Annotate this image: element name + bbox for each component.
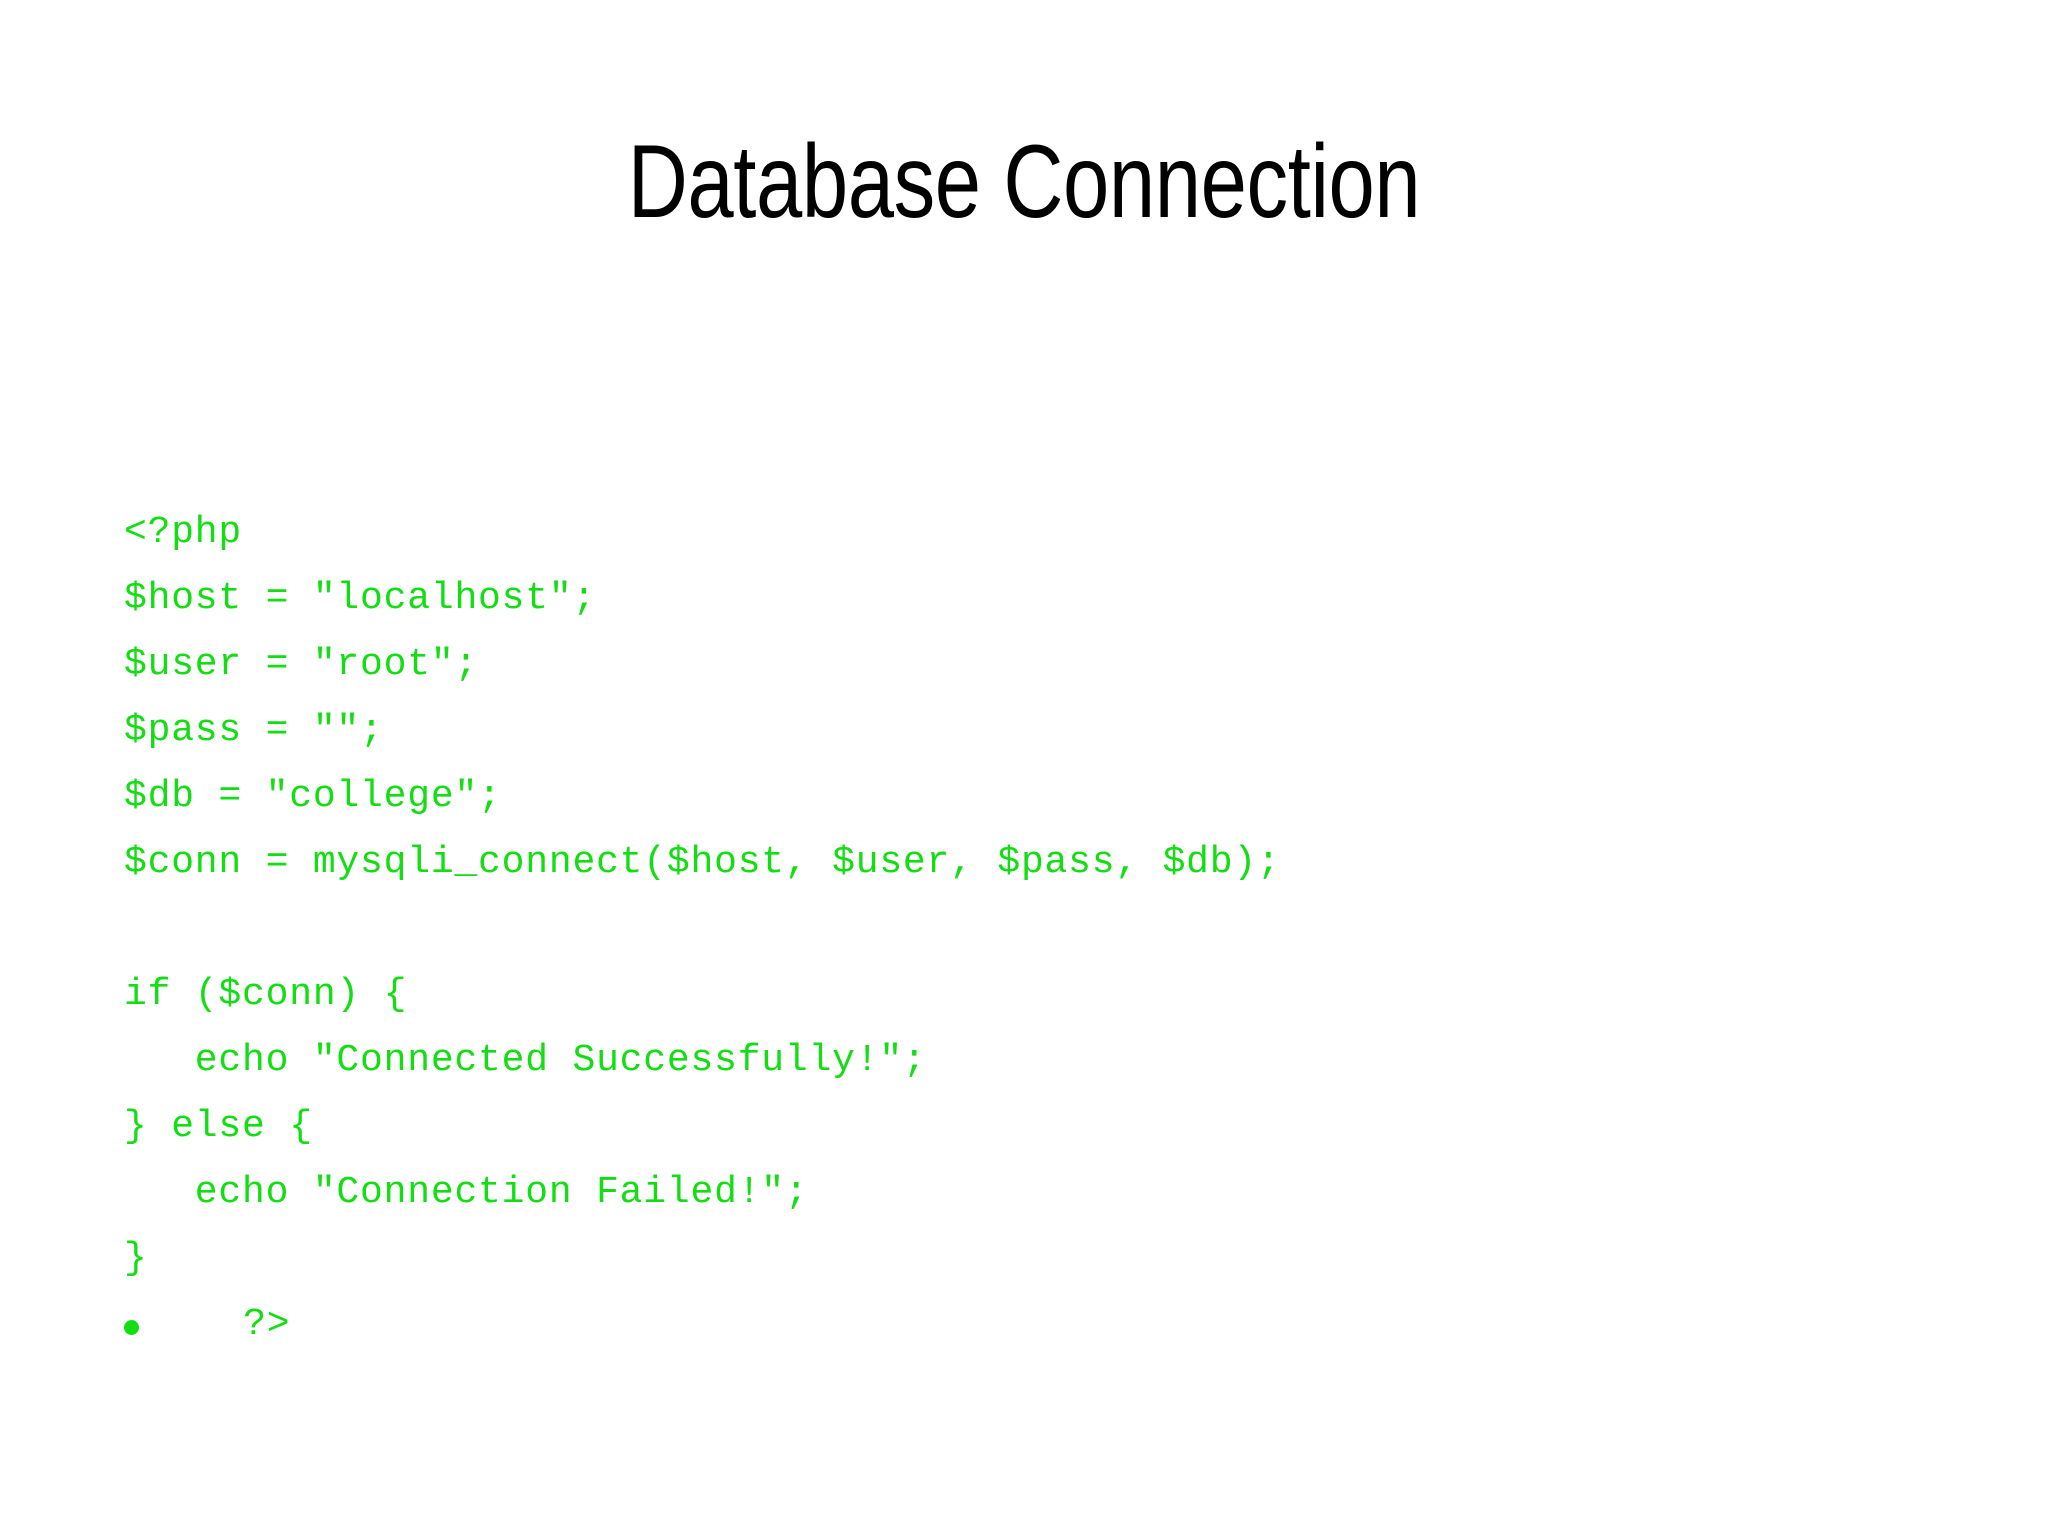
code-line: $user = "root"; bbox=[124, 632, 1924, 698]
code-block: <?php $host = "localhost"; $user = "root";… bbox=[124, 500, 1924, 1358]
code-line: <?php bbox=[124, 500, 1924, 566]
code-line: if ($conn) { bbox=[124, 962, 1924, 1028]
code-line-text: ?> bbox=[196, 1303, 291, 1346]
code-line-text: $db = "college"; bbox=[124, 775, 502, 818]
code-line: $pass = ""; bbox=[124, 698, 1924, 764]
bullet-icon bbox=[124, 1320, 139, 1335]
code-line: echo "Connection Failed!"; bbox=[124, 1160, 1924, 1226]
code-line: } bbox=[124, 1226, 1924, 1292]
code-line: ?> bbox=[124, 1292, 1924, 1358]
code-line-text: echo "Connected Successfully!"; bbox=[124, 1039, 927, 1082]
code-line-text: } else { bbox=[124, 1105, 313, 1148]
page-title: Database Connection bbox=[627, 124, 1421, 240]
code-line-text: if ($conn) { bbox=[124, 973, 408, 1016]
code-line-text: <?php bbox=[124, 511, 243, 554]
code-line: } else { bbox=[124, 1094, 1924, 1160]
code-line: $conn = mysqli_connect($host, $user, $pa… bbox=[124, 830, 1924, 896]
code-line-text: $host = "localhost"; bbox=[124, 577, 597, 620]
code-line-text: $pass = ""; bbox=[124, 709, 384, 752]
code-line-text: echo "Connection Failed!"; bbox=[124, 1171, 809, 1214]
code-line: echo "Connected Successfully!"; bbox=[124, 1028, 1924, 1094]
code-line-blank bbox=[124, 896, 1924, 962]
code-line-text: } bbox=[124, 1237, 148, 1280]
code-line: $db = "college"; bbox=[124, 764, 1924, 830]
code-line-text bbox=[124, 907, 148, 950]
code-line-text: $conn = mysqli_connect($host, $user, $pa… bbox=[124, 841, 1281, 884]
code-line: $host = "localhost"; bbox=[124, 566, 1924, 632]
code-line-text: $user = "root"; bbox=[124, 643, 479, 686]
